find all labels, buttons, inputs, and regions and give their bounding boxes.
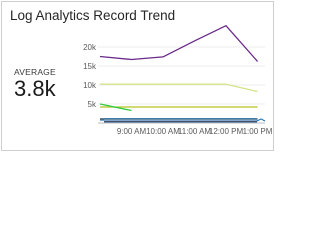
x-tick-label: 12:00 PM — [209, 127, 244, 136]
y-tick-label: 10k — [83, 81, 97, 90]
tile-title: Log Analytics Record Trend — [10, 8, 176, 23]
y-tick-label: 5k — [88, 100, 97, 109]
record-trend-tile[interactable]: Log Analytics Record Trend AVERAGE 3.8k — [1, 1, 274, 151]
x-tick-label: 9:00 AM — [117, 127, 147, 136]
x-tick-label: 1:00 PM — [243, 127, 273, 136]
average-label: AVERAGE — [14, 67, 56, 77]
low-value-series-line[interactable] — [256, 118, 266, 122]
series-line-3[interactable] — [99, 103, 132, 112]
y-tick-label: 15k — [83, 62, 97, 71]
series-line-0[interactable] — [99, 25, 258, 62]
series-line-1[interactable] — [100, 83, 258, 93]
y-tick-label: 20k — [83, 43, 97, 52]
average-value: 3.8k — [14, 76, 56, 101]
x-tick-label: 10:00 AM — [146, 127, 180, 136]
x-tick-label: 11:00 AM — [178, 127, 212, 136]
